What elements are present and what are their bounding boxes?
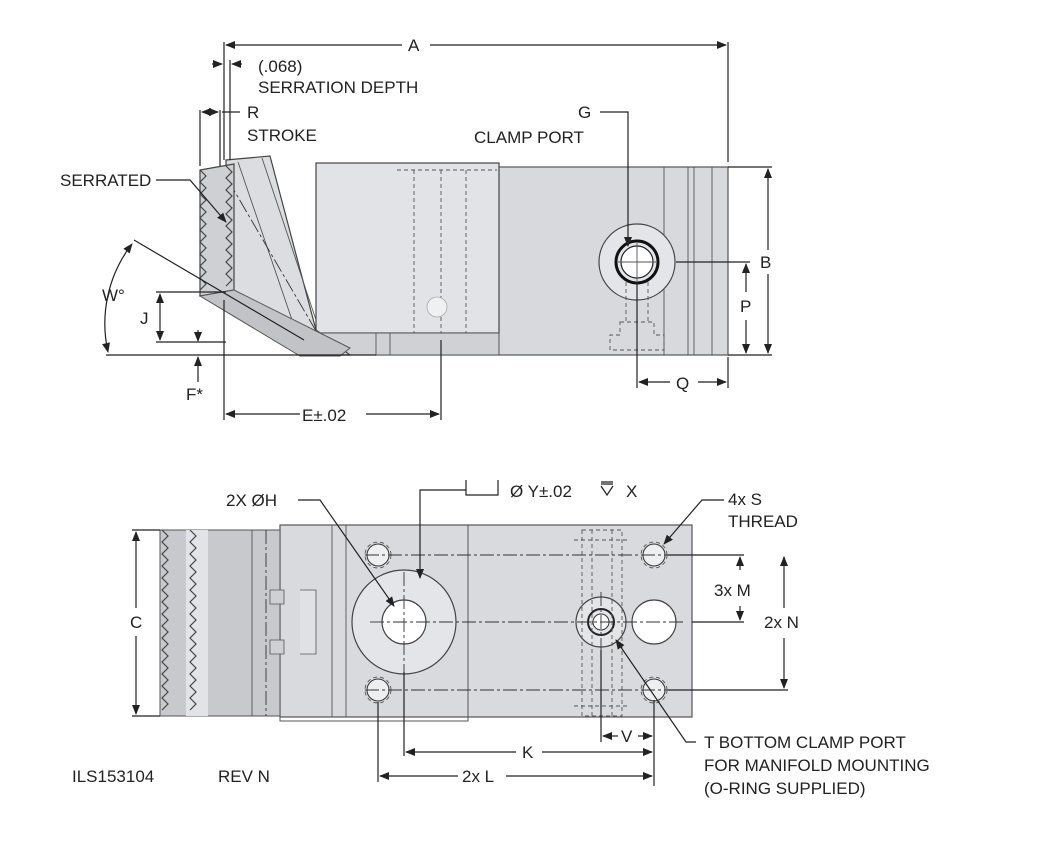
revision: REV N — [218, 767, 270, 786]
label-g: G — [578, 103, 591, 122]
label-clamp-port: CLAMP PORT — [474, 128, 584, 147]
label-t3: (O-RING SUPPLIED) — [704, 779, 866, 798]
label-serration-value: (.068) — [258, 57, 302, 76]
label-n: 2x N — [764, 613, 799, 632]
label-j: J — [140, 309, 149, 328]
label-r: R — [247, 103, 259, 122]
label-serration-depth: SERRATION DEPTH — [258, 78, 418, 97]
label-y: Ø Y±.02 — [510, 482, 572, 501]
label-h: 2X ØH — [226, 491, 277, 510]
label-b: B — [760, 253, 771, 272]
label-e: E±.02 — [302, 406, 346, 425]
label-x: X — [626, 482, 637, 501]
label-p: P — [740, 297, 751, 316]
label-t2: FOR MANIFOLD MOUNTING — [704, 756, 930, 775]
top-jaw — [159, 529, 281, 717]
label-w: W° — [102, 286, 125, 305]
label-f: F* — [186, 385, 203, 404]
label-serrated: SERRATED — [60, 171, 151, 190]
part-number: ILS153104 — [72, 767, 154, 786]
label-m: 3x M — [714, 581, 751, 600]
label-a: A — [408, 36, 420, 55]
label-l: 2x L — [462, 767, 494, 786]
label-t1: T BOTTOM CLAMP PORT — [704, 733, 906, 752]
label-s: 4x S — [728, 490, 762, 509]
label-q: Q — [676, 374, 689, 393]
side-view — [102, 41, 772, 420]
side-piston-block — [315, 162, 500, 334]
label-v: V — [621, 727, 633, 746]
label-c: C — [130, 613, 142, 632]
top-view — [132, 480, 788, 786]
label-thread: THREAD — [728, 512, 798, 531]
top-main-body — [279, 524, 693, 718]
label-stroke: STROKE — [247, 126, 317, 145]
label-k: K — [522, 743, 534, 762]
